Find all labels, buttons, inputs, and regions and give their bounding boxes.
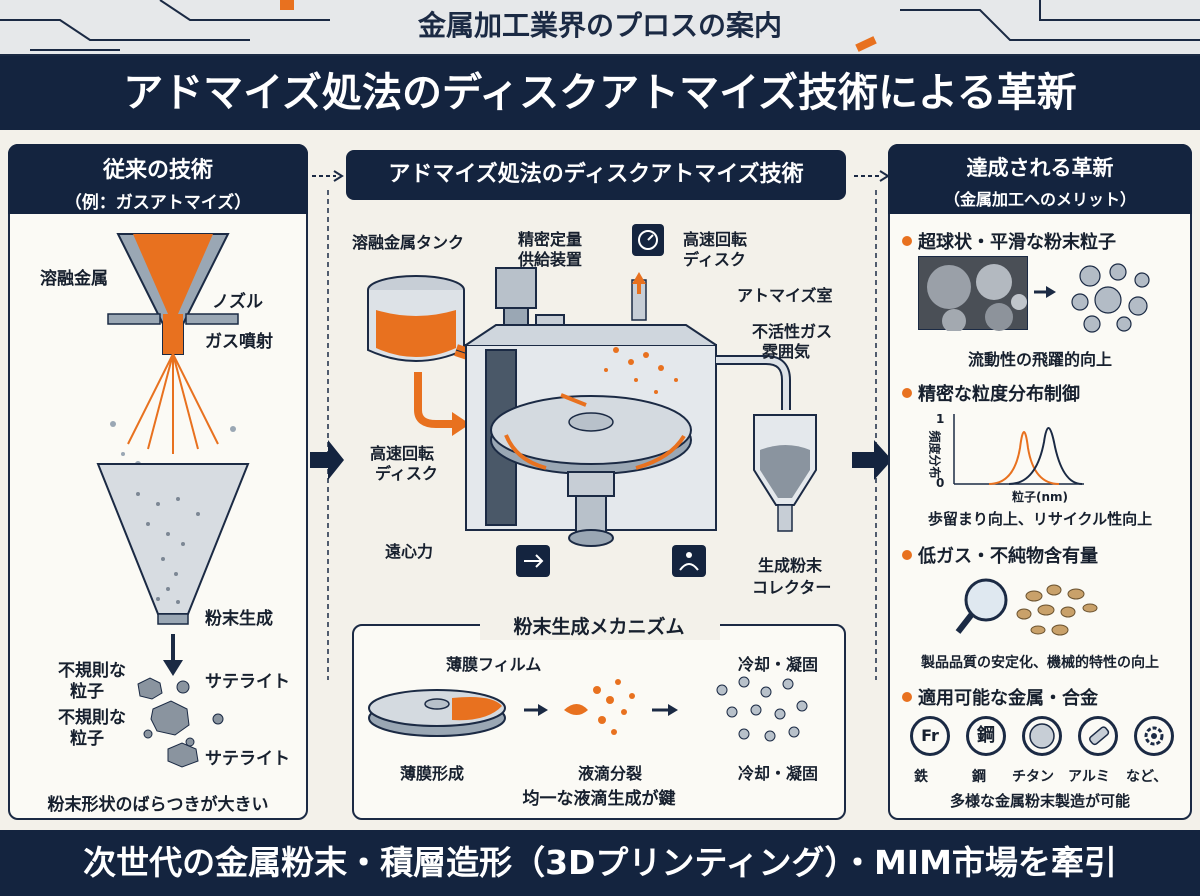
gas-atomize-illustration	[96, 233, 250, 768]
label-nozzle: ノズル	[212, 292, 263, 312]
titanium-icon	[1022, 716, 1062, 756]
benefit-caption-metals: 多様な金属粉末製造が可能	[949, 792, 1130, 810]
conventional-panel-heading: 従来の技術 （例：ガスアトマイズ）	[8, 144, 308, 214]
arrow-right-icon	[1034, 286, 1056, 298]
gauge-icon	[632, 224, 664, 256]
benefit-caption-spherical: 流動性の飛躍的向上	[967, 350, 1112, 369]
footer-bar	[0, 830, 1200, 896]
label-disk-side-2: ディスク	[375, 464, 438, 483]
conventional-heading-title: 従来の技術	[102, 158, 213, 183]
label-powder-formation: 粉末生成	[205, 609, 273, 629]
iron-icon: Fr	[910, 716, 950, 756]
label-thin-film: 薄膜フィルム	[446, 655, 542, 674]
label-molten-tank: 溶融金属タンク	[352, 233, 465, 252]
title-bar	[0, 56, 1200, 130]
label-disk-top-2: ディスク	[683, 250, 746, 269]
label-cooling-top: 冷却・凝固	[738, 655, 819, 674]
benefit-title-metals: 適用可能な金属・合金	[918, 688, 1098, 709]
label-satellite-2: サテライト	[205, 749, 290, 769]
benefit-title-spherical: 超球状・平滑な粉末粒子	[918, 232, 1116, 253]
aluminum-icon	[1078, 716, 1118, 756]
metal-icons: Fr 鋼	[906, 716, 1192, 764]
flow-arrow-left	[310, 170, 344, 680]
benefit-caption-distribution: 歩留まり向上、リサイクル性向上	[927, 510, 1153, 528]
mechanism-illustration	[368, 676, 808, 742]
sem-image	[918, 256, 1028, 333]
label-collector-2: コレクター	[752, 578, 832, 597]
label-satellite-1: サテライト	[205, 672, 290, 692]
benefits-heading-subtitle: （金属加工へのメリット）	[943, 190, 1136, 209]
label-cooling-bottom: 冷却・凝固	[738, 764, 819, 783]
circuit-decoration	[0, 0, 1200, 52]
footer-text: 次世代の金属粉末・積層造形（3Dプリンティング）・MIM市場を牽引	[83, 843, 1117, 882]
label-irregular-1b: 粒子	[70, 682, 104, 702]
flow-arrow-right	[852, 170, 892, 680]
chart-xlabel: 粒子(nm)	[1012, 490, 1069, 504]
label-disk-side-1: 高速回転	[370, 444, 435, 463]
label-inert-1: 不活性ガス	[752, 322, 833, 341]
metal-label-etc: など、	[1126, 769, 1168, 785]
label-film-formation: 薄膜形成	[400, 764, 465, 783]
label-irregular-1a: 不規則な	[58, 661, 126, 681]
header-band	[0, 0, 1200, 56]
metal-label-steel: 鋼	[972, 769, 986, 785]
label-gas-jet: ガス噴射	[205, 332, 273, 352]
label-collector-1: 生成粉末	[758, 556, 823, 575]
bullet-dot	[902, 692, 912, 702]
magnifier-icon	[955, 578, 1098, 636]
subtitle: 金属加工業界のプロスの案内	[417, 9, 782, 42]
conventional-caption: 粉末形状のばらつきが大きい	[47, 795, 269, 815]
metal-label-aluminum: アルミ	[1068, 769, 1110, 785]
label-feeder-1: 精密定量	[518, 230, 583, 249]
chart-y-zero: 0	[936, 476, 945, 490]
label-disk-top-1: 高速回転	[683, 230, 748, 249]
steel-icon: 鋼	[966, 716, 1006, 756]
label-inert-2: 雰囲気	[762, 342, 811, 361]
benefit-title-low-gas: 低ガス・不純物含有量	[918, 546, 1098, 567]
page-title: アドマイズ処法のディスクアトマイズ技術による革新	[123, 70, 1077, 116]
chart-ylabel: 頻度分布	[927, 430, 942, 479]
label-irregular-2a: 不規則な	[58, 708, 126, 728]
metal-label-titanium: チタン	[1012, 769, 1054, 785]
label-feeder-2: 供給装置	[518, 250, 583, 269]
mechanism-caption: 均一な液滴生成が鍵	[522, 789, 676, 809]
mechanism-heading: 粉末生成メカニズム	[513, 616, 685, 638]
benefit-caption-low-gas: 製品品質の安定化、機械的特性の向上	[921, 655, 1159, 671]
conventional-heading-subtitle: （例：ガスアトマイズ）	[64, 193, 252, 213]
benefit-title-distribution: 精密な粒度分布制御	[918, 384, 1080, 405]
label-droplet-split: 液滴分裂	[578, 764, 643, 783]
bullet-dot	[902, 388, 912, 398]
gear-icon	[1134, 716, 1174, 756]
benefits-heading-title: 達成される革新	[966, 156, 1114, 180]
disk-atomize-heading: アドマイズ処法のディスクアトマイズ技術	[346, 150, 846, 200]
label-molten-metal: 溶融金属	[40, 269, 108, 289]
label-centrifugal: 遠心力	[385, 542, 434, 561]
bullet-dot	[902, 550, 912, 560]
bullet-dot	[902, 236, 912, 246]
size-distribution-chart	[953, 414, 1084, 485]
disk-atomizer-illustration	[367, 267, 817, 577]
label-irregular-2b: 粒子	[70, 729, 104, 749]
chart-y-top: 1	[936, 412, 945, 426]
benefits-panel-heading: 達成される革新 （金属加工へのメリット）	[888, 144, 1192, 214]
label-atomize-chamber: アトマイズ室	[737, 286, 833, 305]
spherical-particles-icon	[1071, 263, 1150, 333]
metal-label-iron: 鉄	[914, 769, 928, 785]
